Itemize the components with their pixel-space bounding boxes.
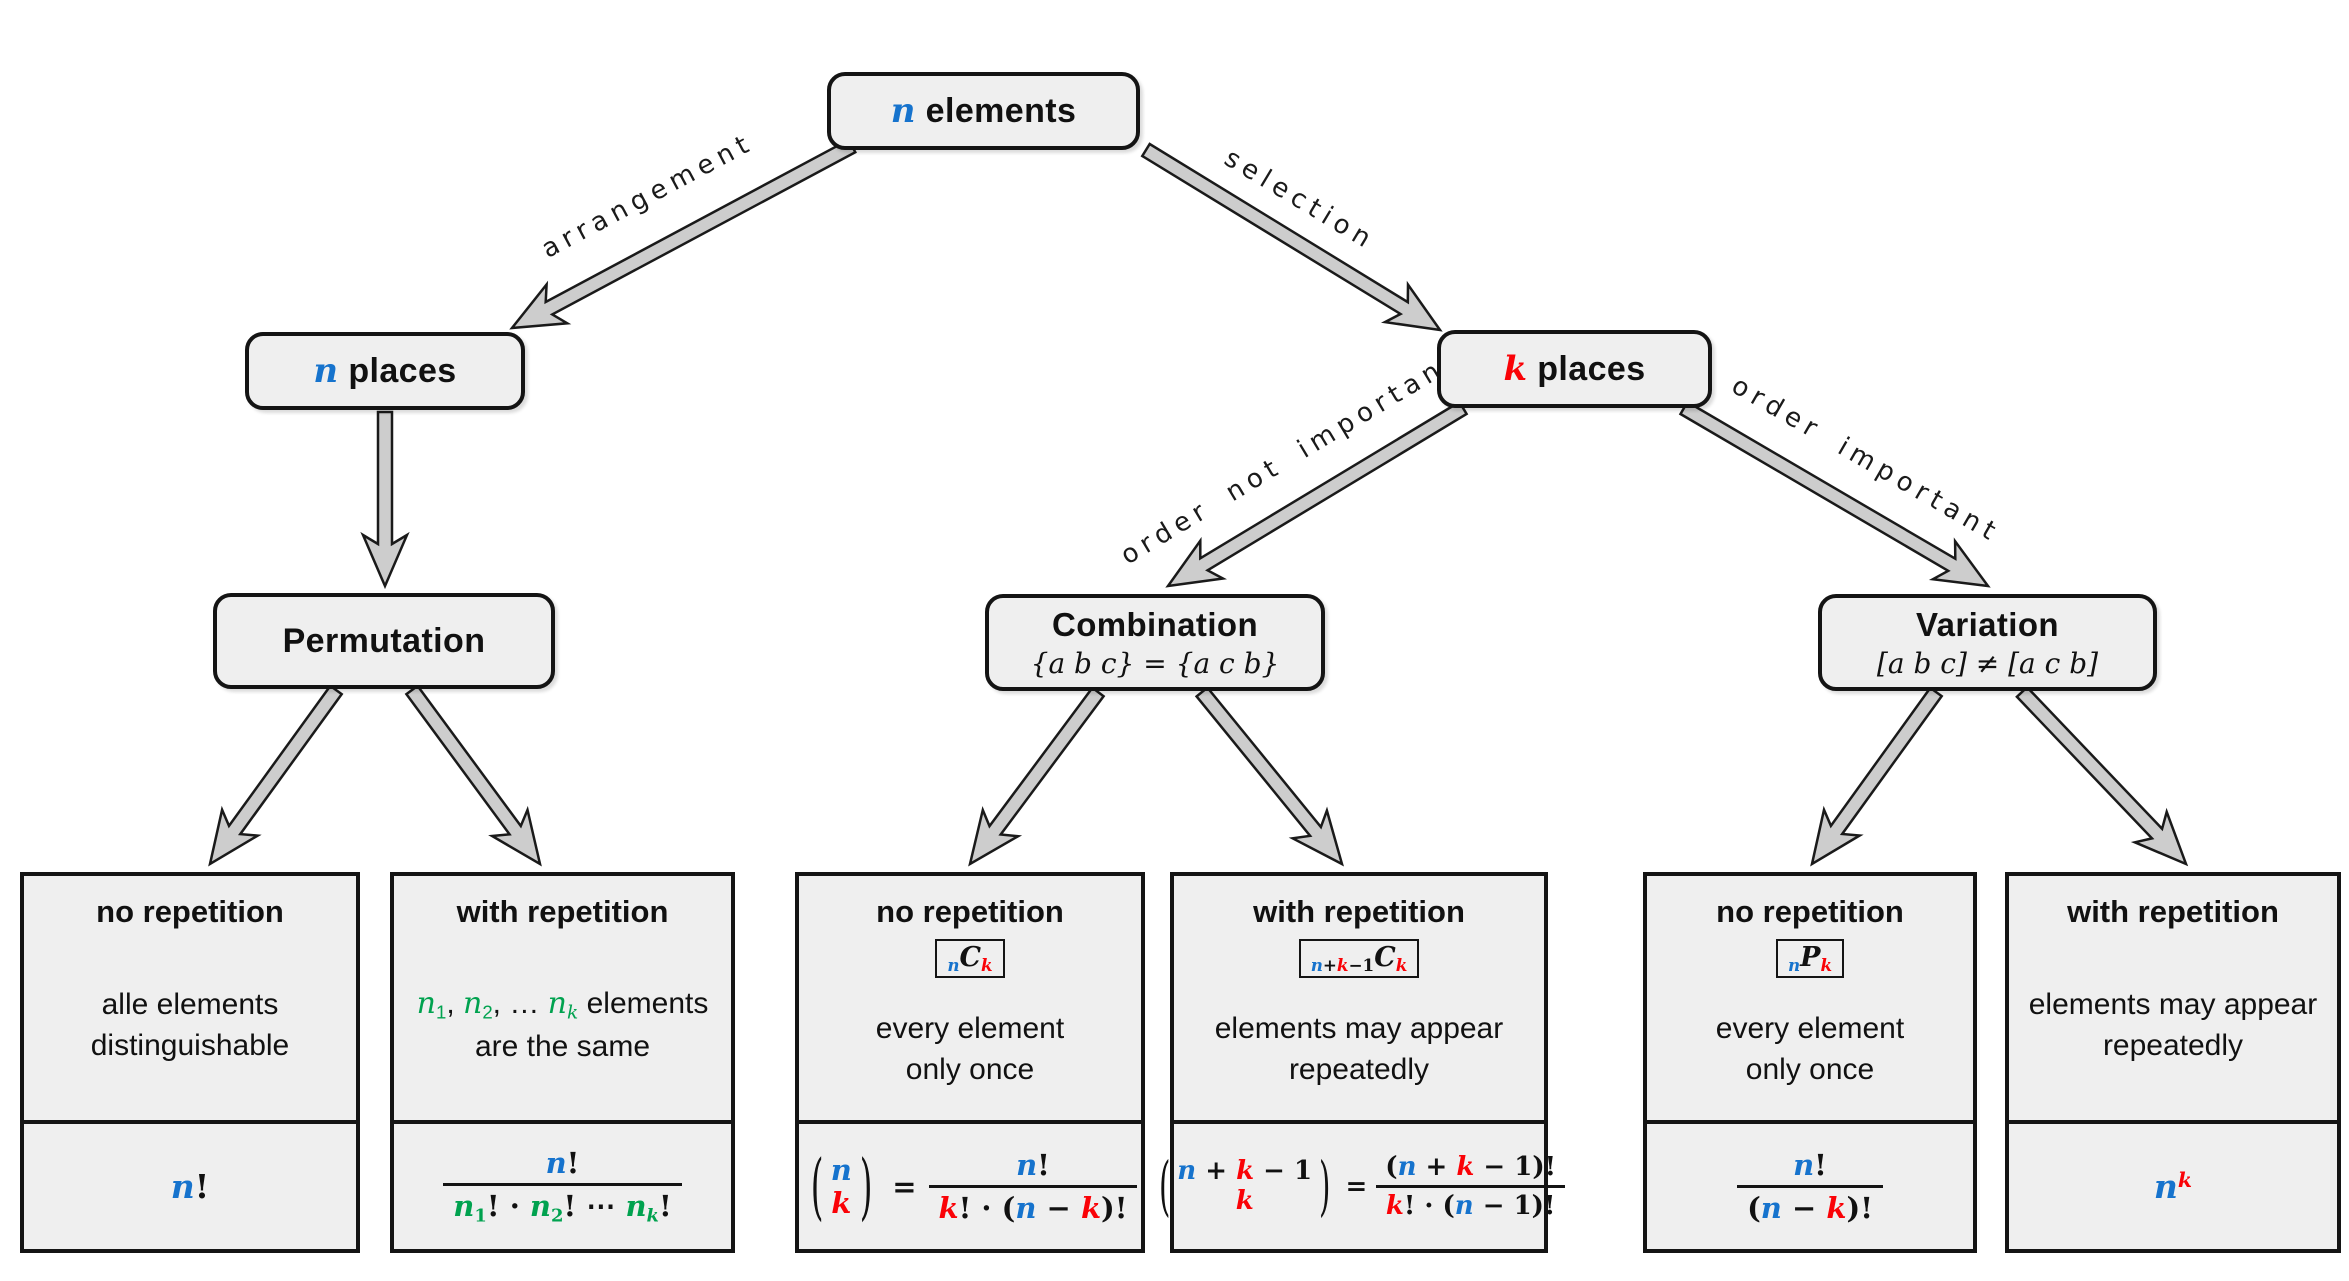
arrow-connector [509,138,857,330]
arrow-connector [404,684,542,867]
leaf-title: with repetition [2067,894,2279,929]
formula-n-power-k: nk [2009,1120,2337,1249]
leaf-description: every element only once [1715,1011,1905,1086]
leaf-combination-with-repetition: with repetition n+k−1Ck elements may app… [1159,872,1566,1253]
node-combination-note: {a b c} = {a c b} [1030,646,1280,680]
leaf-title: no repetition [96,894,284,929]
arrow-connector [208,684,344,867]
node-k-places: k places [1437,330,1712,408]
leaf-permutation-with-repetition: with repetition n1, n2, … nk elements ar… [390,872,735,1253]
node-permutation-title: Permutation [282,621,486,660]
right-paren: ) [1319,1148,1331,1224]
node-variation-note: [a b c] ≠ [a c b] [1876,646,2099,680]
badge-nPk: nPk [1775,939,1845,979]
node-n-elements: n elements [827,72,1140,150]
leaf-title: no repetition [876,894,1064,929]
leaf-description: elements may appear repeatedly [1214,1011,1504,1086]
node-combination: Combination {a b c} = {a c b} [985,594,1325,691]
arrow-connector [1678,400,1991,588]
leaf-title: no repetition [1716,894,1904,929]
arrow-connector [1165,400,1469,588]
leaf-combination-no-repetition: no repetition nCk every element only onc… [795,872,1145,1253]
badge-nCk: nCk [935,939,1005,979]
node-permutation: Permutation [213,593,555,689]
arrow-connector [360,410,410,590]
arrow-connector [1194,685,1344,867]
leaf-description: alle elements distinguishable [90,987,290,1062]
formula-n-factorial: n! [24,1120,356,1249]
node-variation-title: Variation [1916,605,2059,643]
formula-multinomial: n! n1! · n2! ⋯ nk! [394,1120,731,1249]
leaf-variation-with-repetition: with repetition elements may appear repe… [2005,872,2341,1253]
arrow-connector [2015,685,2189,867]
formula-falling-factorial: n! (n − k)! [1647,1120,1973,1249]
left-paren: ( [810,1144,824,1229]
node-n-places: n places [245,332,525,410]
leaf-title: with repetition [1253,894,1465,929]
leaf-description: n1, n2, … nk elements are the same [416,985,709,1063]
left-paren: ( [1158,1148,1171,1224]
node-k-places-label: k places [1503,349,1646,389]
formula-multiset-binomial: ( n + k − 1 k ) = (n + k − 1)! k! · (n −… [1159,1120,1566,1249]
arrow-connector [968,686,1106,867]
node-variation: Variation [a b c] ≠ [a c b] [1818,594,2157,691]
formula-binomial: ( n k ) = n! k! · (n − k)! [799,1120,1141,1249]
right-paren: ) [859,1144,873,1229]
arrow-connector [1140,142,1443,332]
leaf-description: every element only once [875,1011,1065,1086]
leaf-title: with repetition [456,894,669,929]
badge-n-plus-k-minus-1-Ck: n+k−1Ck [1298,939,1420,979]
node-combination-title: Combination [1051,605,1259,643]
node-n-places-label: n places [313,351,457,391]
leaf-permutation-no-repetition: no repetition alle elements distinguisha… [20,872,360,1253]
node-n-elements-label: n elements [890,91,1077,131]
arrow-connector [1810,686,1944,867]
leaf-variation-no-repetition: no repetition nPk every element only onc… [1643,872,1977,1253]
leaf-description: elements may appear repeatedly [2028,987,2318,1062]
